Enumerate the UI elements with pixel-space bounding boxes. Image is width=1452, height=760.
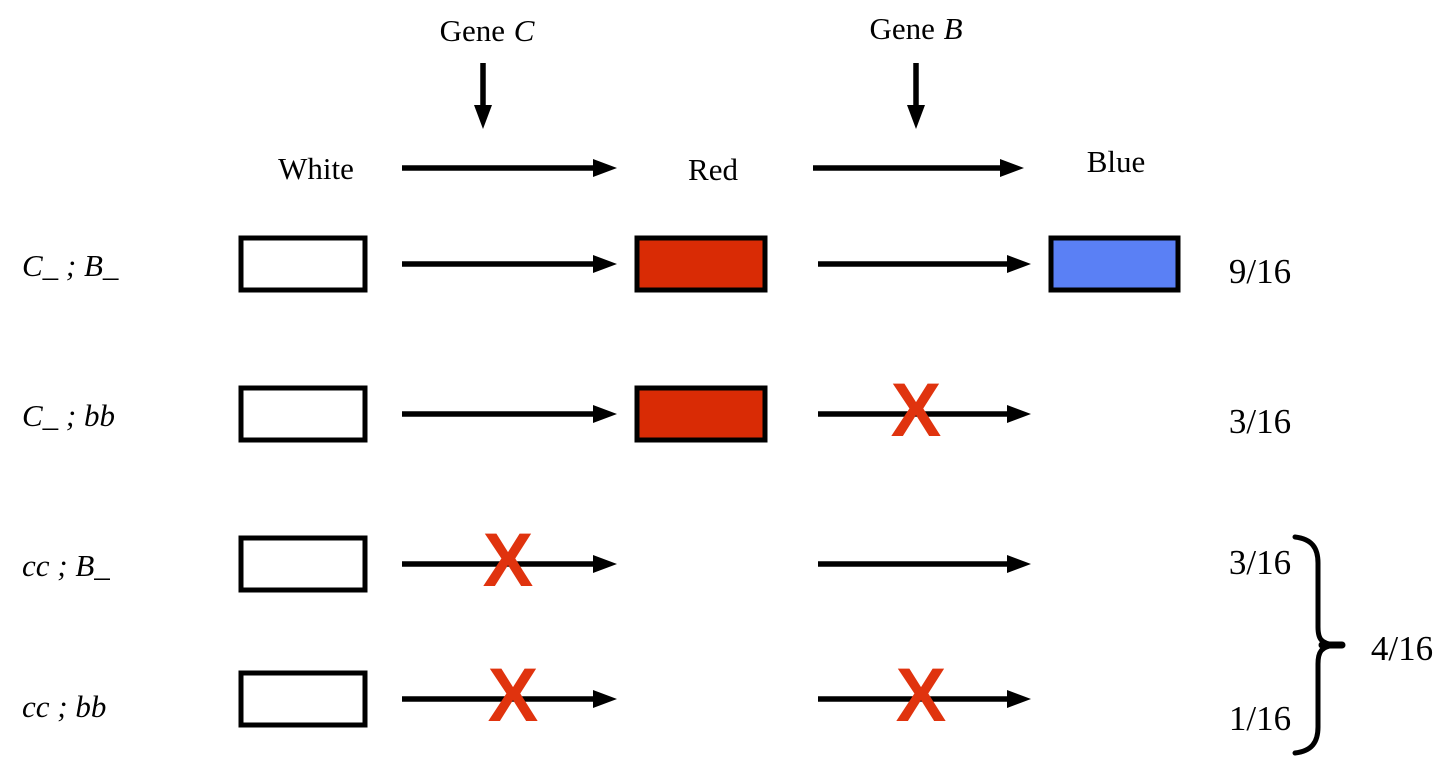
stage-label-blue: Blue [1086, 144, 1146, 179]
row1-white-box [238, 235, 368, 293]
row4-step1-blocked-x-icon: X [488, 653, 539, 738]
row4-genotype-label: cc ; bb [22, 689, 107, 724]
row3-genotype-label: cc ; B_ [22, 548, 110, 583]
row3-fraction: 3/16 [1228, 543, 1292, 582]
gene-c-letter: C [513, 13, 535, 48]
row1-genotype-label: C_ ; B_ [22, 248, 119, 283]
row3-step1-blocked-x-icon: X [483, 518, 534, 603]
row2-white-box [238, 385, 368, 443]
row1-blue-box [1048, 235, 1181, 293]
row3-white-box [238, 535, 368, 593]
row1-red-box [634, 235, 768, 293]
row2-red-box [634, 385, 768, 443]
row4-fraction: 1/16 [1228, 699, 1292, 738]
row4-white-box [238, 670, 368, 728]
gene-b-letter: B [943, 11, 963, 46]
bracket-total-fraction: 4/16 [1370, 629, 1434, 668]
stage-label-red: Red [688, 152, 738, 187]
row1-fraction: 9/16 [1228, 252, 1292, 291]
gene-b-prefix: Gene [869, 11, 935, 46]
stage-label-white: White [278, 151, 354, 186]
row2-fraction: 3/16 [1228, 402, 1292, 441]
gene-c-prefix: Gene [439, 13, 506, 48]
row2-step2-blocked-x-icon: X [891, 368, 942, 453]
row4-step2-blocked-x-icon: X [896, 653, 947, 738]
row2-genotype-label: C_ ; bb [22, 398, 115, 433]
